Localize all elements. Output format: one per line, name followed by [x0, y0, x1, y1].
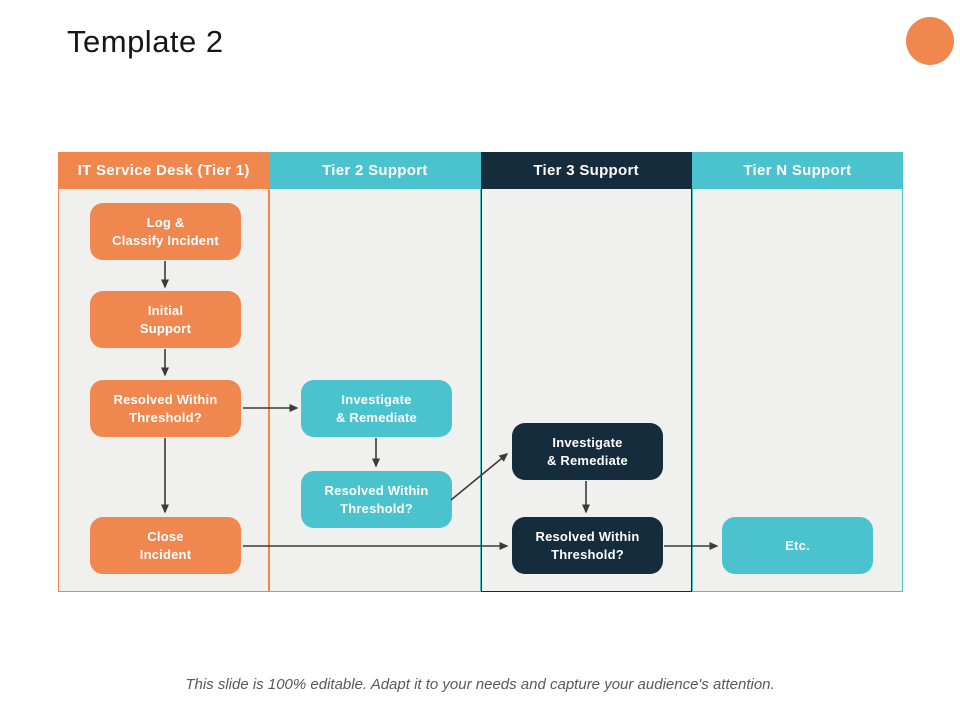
- node-resolved-threshold-tier2: Resolved Within Threshold?: [295, 471, 452, 536]
- node-resolved-threshold-tier3: Resolved Within Threshold?: [506, 517, 663, 582]
- node-resolved-threshold-tier1: Resolved Within Threshold?: [84, 380, 241, 445]
- decorative-circle: [906, 17, 954, 65]
- slide-title: Template 2: [67, 24, 224, 59]
- node-investigate-remediate-tier3: Investigate & Remediate: [506, 423, 663, 488]
- lane-header-tier2: Tier 2 Support: [269, 152, 481, 188]
- lane-header-tierN: Tier N Support: [691, 152, 903, 188]
- node-close-incident: Close Incident: [84, 517, 241, 582]
- node-etc: Etc.: [716, 517, 873, 582]
- node-investigate-remediate-tier2: Investigate & Remediate: [295, 380, 452, 445]
- swimlane-table: IT Service Desk (Tier 1) Tier 2 Support …: [58, 152, 903, 592]
- node-log-classify-incident: Log & Classify Incident: [84, 203, 241, 268]
- node-initial-support: Initial Support: [84, 291, 241, 356]
- footer-note: This slide is 100% editable. Adapt it to…: [185, 676, 775, 693]
- lane-header-tier3: Tier 3 Support: [480, 152, 692, 188]
- lane-header-tier1: IT Service Desk (Tier 1): [58, 152, 270, 188]
